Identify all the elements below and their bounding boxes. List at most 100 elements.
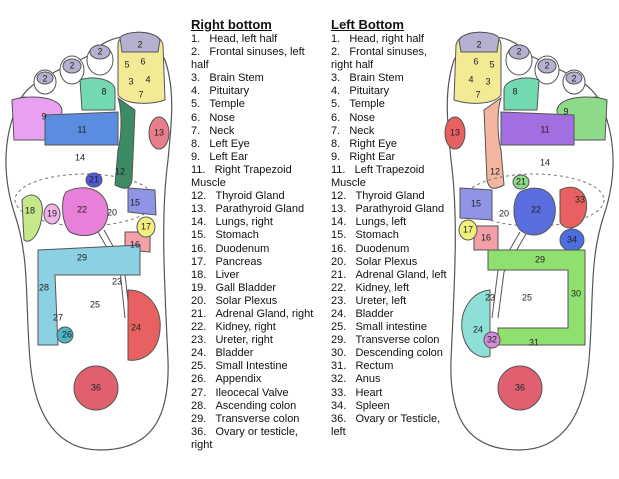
legend-item: 29. Transverse colon [191,413,317,426]
legend-item-number: 17. [191,255,207,268]
right-label-28: 28 [39,282,49,292]
legend-item-number: 24. [191,347,207,360]
legend-item: 19. Gall Bladder [191,282,317,295]
right-stomach-zone [127,187,157,216]
legend-item-number: 15. [191,229,207,242]
right-label-27: 27 [53,312,63,322]
left-parathyroid-zone [444,116,466,150]
legend-item: 28. Ascending colon [191,400,317,413]
legend-item: 23. Ureter, left [331,295,451,308]
legend-item: 9. Right Ear [331,151,451,164]
legend-item-label: Bladder [215,347,254,360]
legend-item: 24. Bladder [331,308,451,321]
legend-item-label: Adrenal Gland, left [355,268,447,281]
legend-item-number: 8. [331,137,341,150]
legend-item-number: 9. [191,150,201,163]
legend-item: 15. Stomach [191,229,317,242]
left-label-17: 17 [463,224,473,234]
right-bladder-zone [127,289,161,361]
legend-item: 36. Ovary or Testicle, left [331,413,451,439]
legend-item: 4. Pituitary [191,85,317,98]
left-label-2b: 2 [516,46,521,56]
legend-item-label: Adrenal Gland, right [215,307,314,320]
left-ovary-zone [497,365,543,411]
right-label-6: 6 [140,56,145,66]
legend-item-label: Bladder [355,307,394,320]
right-label-26: 26 [62,329,72,339]
left-label-6: 6 [473,56,478,66]
left-label-2c: 2 [544,60,549,70]
legend-item-number: 18. [191,268,207,281]
left-label-8: 8 [512,86,517,96]
right-toe-4-sinus [36,71,54,85]
right-appendix-zone [56,326,74,344]
legend-item-label: Descending colon [355,347,443,360]
legend-item-label: Brain Stem [349,72,404,85]
legend-item-label: Left Trapezoid Muscle [331,163,425,190]
legend-item-number: 26. [191,373,207,386]
legend-item-label: Right Eye [349,137,398,150]
legend-item-label: Frontal sinuses, left half [191,46,305,72]
legend-item-label: Right Ear [349,150,396,163]
legend-item-number: 11. [191,163,206,176]
right-label-15: 15 [130,197,140,207]
legend-item-label: Brain Stem [209,72,264,85]
legend-item-label: Head, left half [209,33,278,45]
legend-item-number: 25. [331,321,347,334]
right-label-9: 9 [41,111,46,121]
left-label-32: 32 [487,334,497,344]
legend-item-number: 12. [331,190,347,203]
right-big-toe-sinus [119,31,161,53]
left-label-2d: 2 [571,73,576,83]
legend-item: 3. Brain Stem [191,72,317,85]
legend-item-label: Duodenum [355,242,410,255]
legend-item: 6. Nose [331,112,451,125]
legend-item: 5. Temple [191,98,317,111]
legend-item-number: 2. [331,46,341,59]
legend-item-number: 27. [191,386,207,399]
left-label-20: 20 [499,208,509,218]
legend-item-number: 2. [191,46,201,59]
left-label-15: 15 [471,198,481,208]
legend-item-number: 30. [331,347,347,360]
left-foot: 2 2 2 2 5 6 3 4 7 8 9 11 12 13 14 15 16 … [444,31,614,451]
legend-item-label: Right Trapezoid Muscle [191,163,292,190]
legend-item-label: Solar Plexus [355,255,418,268]
legend-item-number: 7. [191,124,201,137]
left-eye-zone [503,77,540,111]
right-foot: 2 2 2 2 5 6 3 4 7 8 9 11 12 13 14 15 16 … [5,31,173,451]
legend-item-number: 19. [191,281,207,294]
legend-item-label: Nose [349,111,376,124]
legend-item-number: 31. [331,360,347,373]
right-label-11: 11 [77,124,86,134]
right-label-21: 21 [89,174,99,184]
legend-item-label: Transverse colon [215,412,300,425]
legend-item-number: 13. [331,203,347,216]
legend-item-number: 4. [191,85,201,98]
legend-item-label: Ileocecal Valve [215,386,289,399]
legend-item-number: 6. [331,111,341,124]
right-label-2c: 2 [69,60,74,70]
legend-item: 21. Adrenal Gland, right [191,308,317,321]
legend-item-number: 23. [191,334,207,347]
legend-item-number: 34. [331,399,347,412]
legend-item: 14. Lungs, left [331,216,451,229]
legend-item-label: Head, right half [349,33,424,45]
legend-item: 36. Ovary or testicle, right [191,426,317,452]
left-label-3: 3 [485,76,490,86]
legend-item-number: 6. [191,111,201,124]
legend-item: 8. Right Eye [331,138,451,151]
legend-item-number: 29. [191,412,207,425]
legend-item-label: Ovary or testicle, right [191,425,298,451]
legend-item-label: Pituitary [349,85,390,98]
legend-item: 8. Left Eye [191,138,317,151]
legend-item: 3. Brain Stem [331,72,451,85]
right-kidney-zone [62,187,109,236]
left-label-16: 16 [481,232,491,242]
legend-item-label: Parathyroid Gland [355,203,445,216]
legend-item-label: Rectum [355,360,394,373]
legend-item: 33. Heart [331,387,451,400]
